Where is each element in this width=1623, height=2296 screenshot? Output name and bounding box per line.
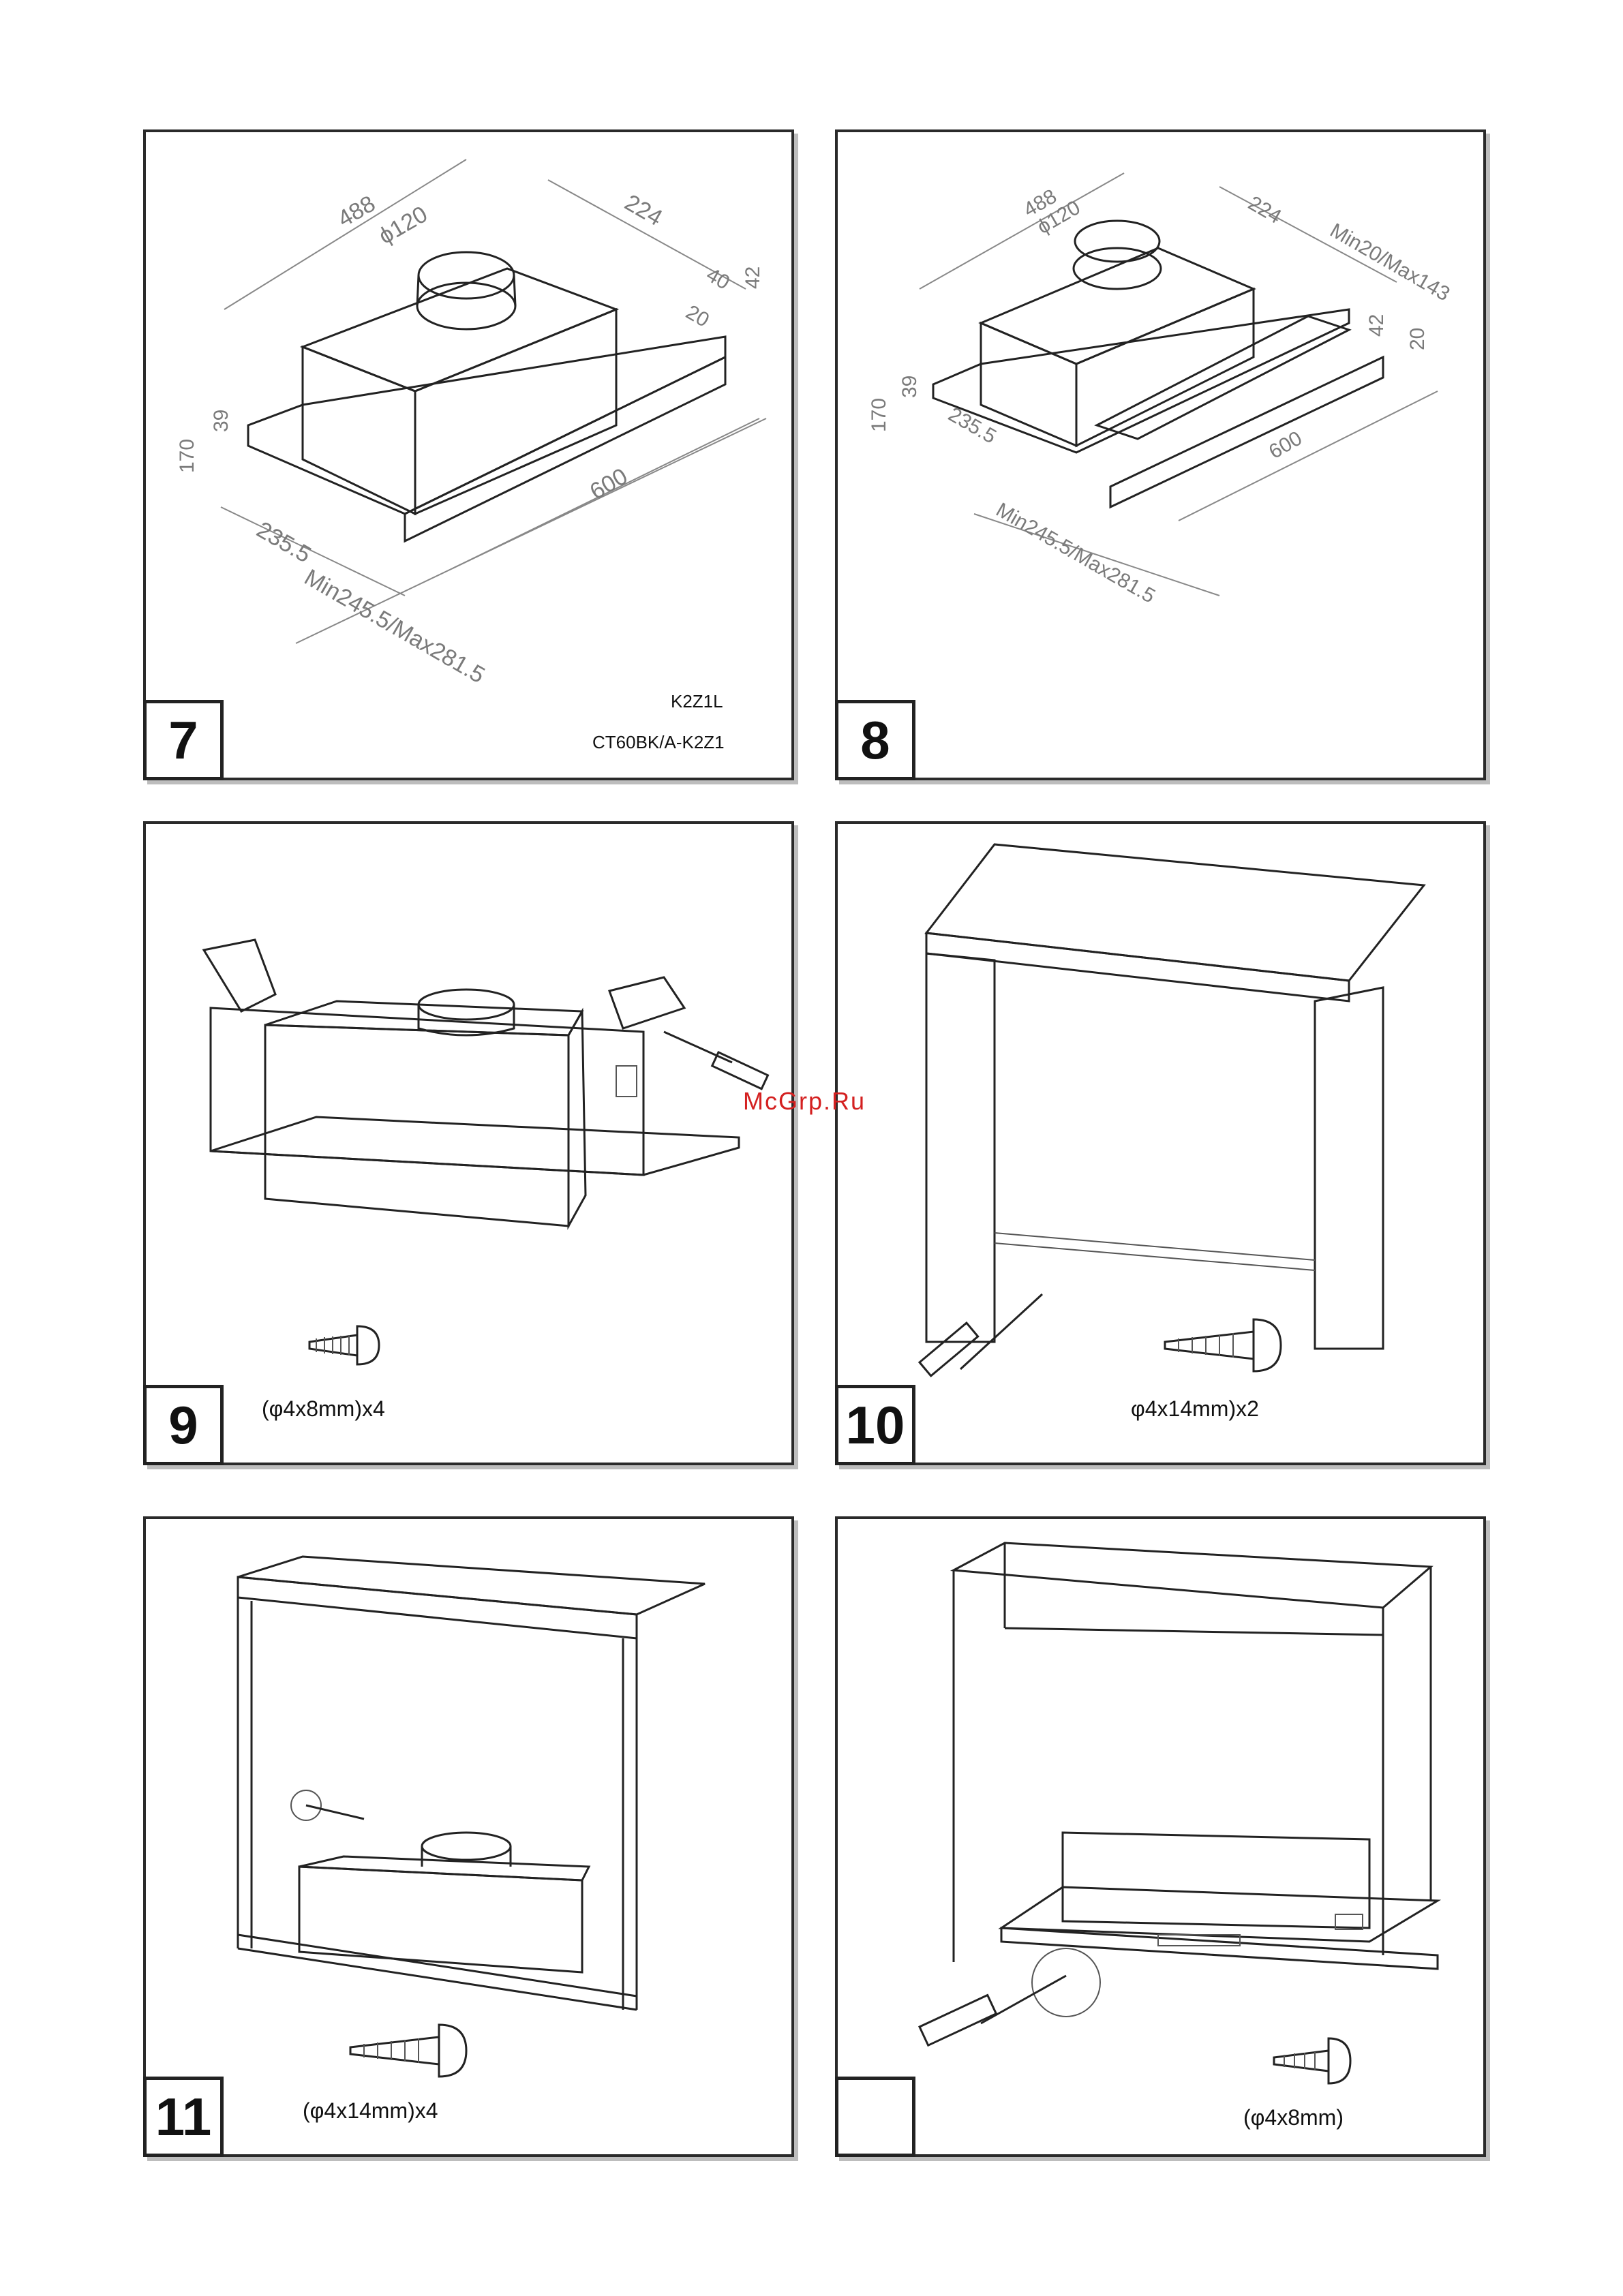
watermark: McGrp.Ru xyxy=(743,1087,866,1116)
step-number: 11 xyxy=(143,2077,224,2157)
panel-step-9: (φ4x8mm)x4 9 xyxy=(143,821,794,1465)
panel-step-11: (φ4x14mm)x4 11 xyxy=(143,1516,794,2157)
panel-step-7: 488 224 ϕ120 40 42 20 170 39 235.5 600 M… xyxy=(143,129,794,780)
step-number xyxy=(835,2077,915,2157)
cabinet-underside-drawing xyxy=(838,1519,1489,2160)
model-label-1: K2Z1L xyxy=(671,691,723,712)
hood-extended-drawing xyxy=(838,132,1489,783)
screw-spec: (φ4x8mm)x4 xyxy=(262,1396,385,1422)
step-number: 8 xyxy=(835,700,915,780)
step-number: 7 xyxy=(143,700,224,780)
panel-step-8: 488 224 ϕ120 Min20/Max143 42 20 170 39 2… xyxy=(835,129,1486,780)
screw-spec: (φ4x8mm) xyxy=(1243,2105,1344,2130)
screw-spec: (φ4x14mm)x4 xyxy=(303,2098,438,2124)
model-label-2: CT60BK/A-K2Z1 xyxy=(592,732,725,753)
hood-dimension-drawing xyxy=(146,132,797,783)
panel-step-final: (φ4x8mm) xyxy=(835,1516,1486,2157)
step-number: 10 xyxy=(835,1385,915,1465)
panel-step-10: φ4x14mm)x2 10 xyxy=(835,821,1486,1465)
step-number: 9 xyxy=(143,1385,224,1465)
screw-spec: φ4x14mm)x2 xyxy=(1131,1396,1259,1422)
hood-bracket-drawing xyxy=(146,824,797,1468)
